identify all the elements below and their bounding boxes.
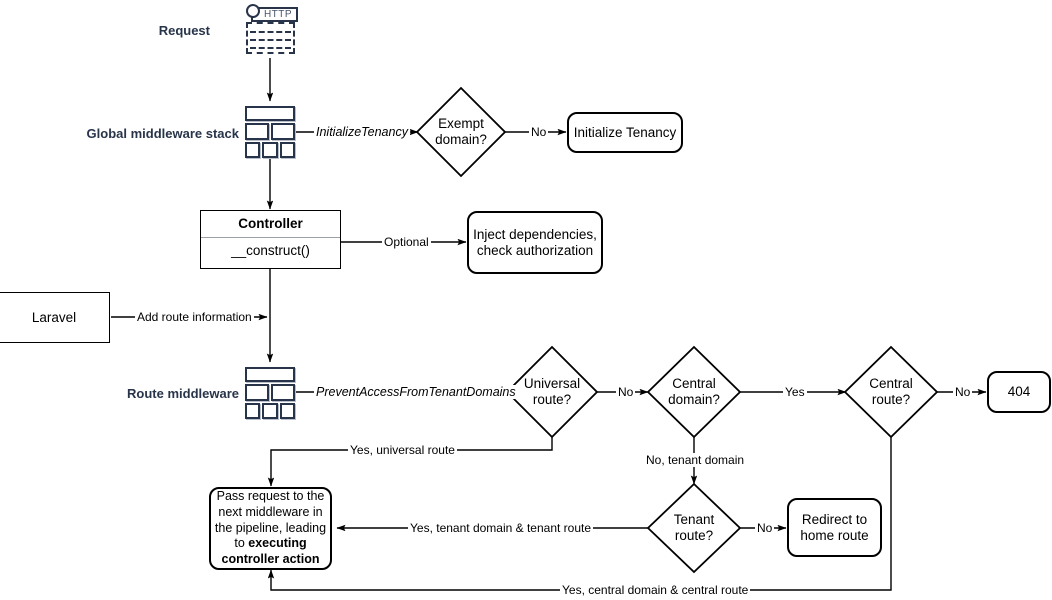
edge-label-central-route-yes: Yes, central domain & central route <box>560 583 751 597</box>
edge-label-central-domain-yes: Yes <box>783 385 807 399</box>
pass-request-prefix: to <box>234 536 249 551</box>
inject-dependencies-box[interactable]: Inject dependencies, check authorization <box>467 211 603 274</box>
pass-request-box[interactable]: Pass request to the next middleware in t… <box>209 487 332 570</box>
central-domain-diamond <box>646 345 742 439</box>
pass-request-bold-1: executing <box>248 536 307 551</box>
controller-title: Controller <box>201 211 340 238</box>
http-body <box>246 22 295 54</box>
edge-label-add-route-information: Add route information <box>135 310 254 324</box>
tenant-route-diamond <box>646 482 742 574</box>
controller-box[interactable]: Controller __construct() <box>200 210 341 269</box>
universal-route-diamond <box>505 345 599 439</box>
inject-dependencies-line-1: Inject dependencies, <box>473 226 597 242</box>
edge-label-universal-no: No <box>616 385 636 399</box>
global-middleware-label: Global middleware stack <box>86 126 239 141</box>
edge-label-exempt-no: No <box>529 125 549 139</box>
route-middleware-stack-icon <box>245 367 297 419</box>
request-label: Request <box>158 23 210 38</box>
http-request-icon: HTTP <box>246 4 298 56</box>
inject-dependencies-line-2: check authorization <box>476 242 594 258</box>
pass-request-bold-2: controller action <box>221 551 320 566</box>
edge-label-universal-yes: Yes, universal route <box>348 443 457 457</box>
edge-label-central-domain-no: No, tenant domain <box>644 453 747 467</box>
edge-label-tenant-route-no: No <box>755 521 775 535</box>
controller-method: __construct() <box>231 243 310 258</box>
edge-label-tenant-route-yes: Yes, tenant domain & tenant route <box>408 521 594 535</box>
global-middleware-stack-icon <box>245 106 297 158</box>
pass-request-line-4: to executing <box>234 536 306 552</box>
redirect-home-line-1: Redirect to <box>801 511 868 527</box>
exempt-domain-diamond <box>415 86 507 178</box>
central-route-diamond <box>843 345 939 439</box>
initialize-tenancy-box[interactable]: Initialize Tenancy <box>567 112 683 153</box>
http-bar: HTTP <box>251 7 298 22</box>
edge-label-central-route-no: No <box>953 385 973 399</box>
redirect-home-line-2: home route <box>800 527 869 543</box>
pass-request-line-2: next middleware in <box>218 505 323 520</box>
laravel-box[interactable]: Laravel <box>0 292 110 343</box>
edge-label-prevent-access: PreventAccessFromTenantDomains <box>314 385 518 399</box>
edge-label-initialize-tenancy: InitializeTenancy <box>314 125 410 139</box>
http-circle-icon <box>246 4 260 18</box>
http-label: HTTP <box>263 9 293 20</box>
route-middleware-label: Route middleware <box>127 386 239 401</box>
pass-request-line-1: Pass request to the <box>216 489 325 504</box>
pass-request-line-3: the pipeline, leading <box>214 520 327 535</box>
redirect-home-box[interactable]: Redirect to home route <box>787 498 882 557</box>
edge-label-optional: Optional <box>382 235 431 249</box>
not-found-box[interactable]: 404 <box>987 371 1051 413</box>
